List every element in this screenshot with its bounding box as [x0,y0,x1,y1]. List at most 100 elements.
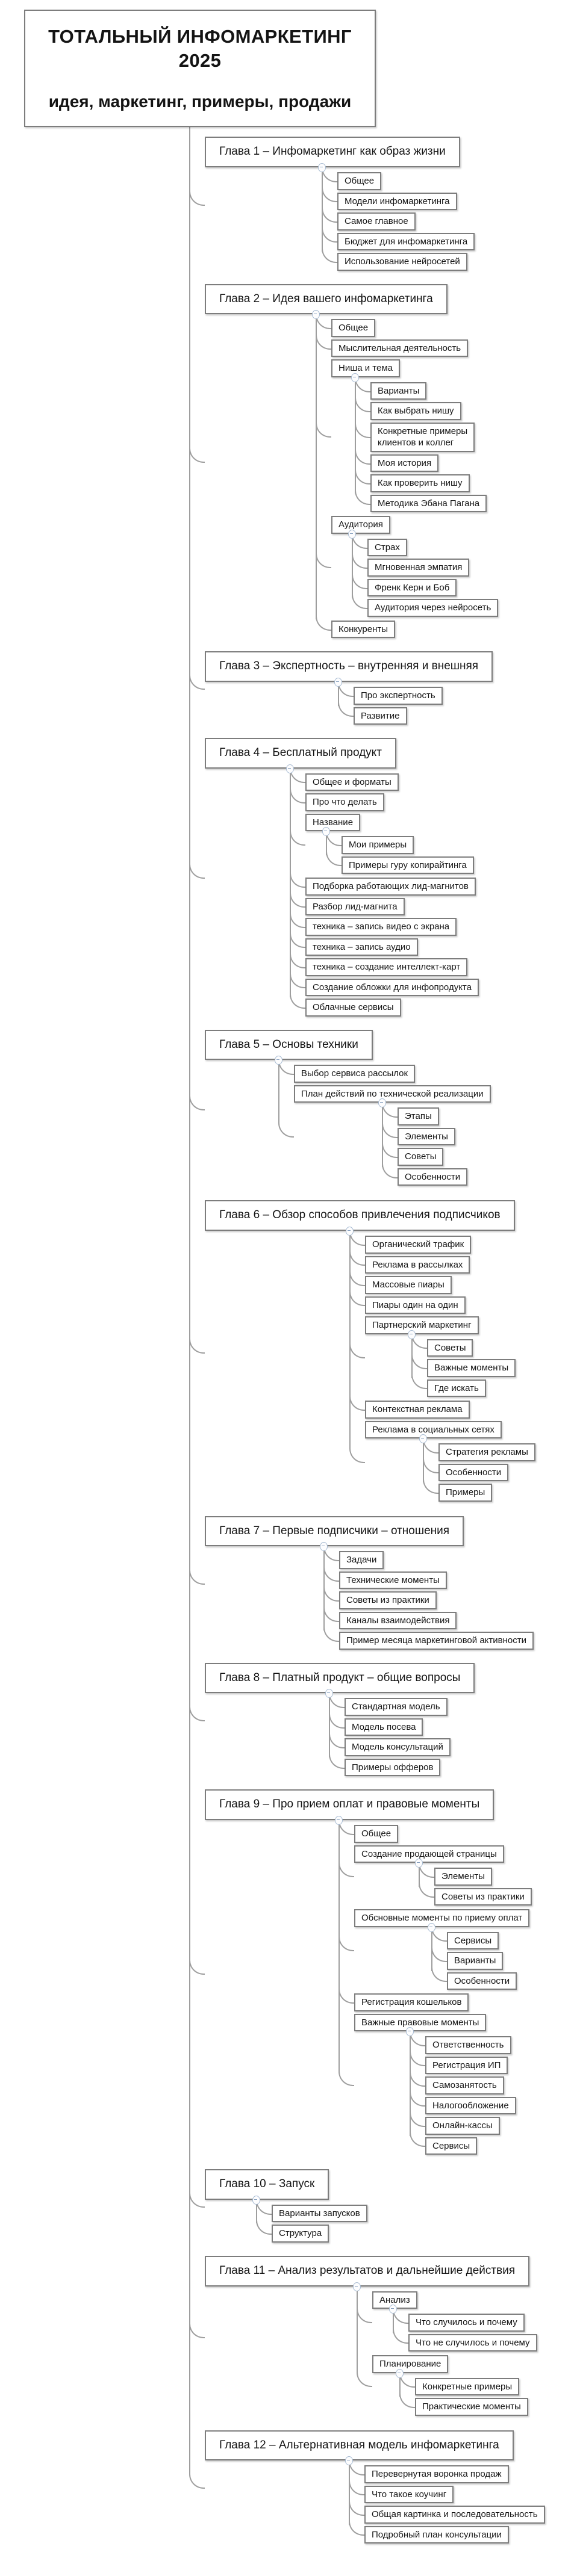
chapter-node[interactable]: Глава 5 – Основы техники [205,1029,373,1060]
topic-node[interactable]: Сервисы [425,2137,478,2155]
topic-node[interactable]: Каналы взаимодействия [339,1611,457,1630]
topic-node[interactable]: Пример месяца маркетинговой активности [339,1632,534,1650]
topic-node[interactable]: Советы из практики [339,1591,437,1609]
topic-node[interactable]: Подборка работающих лид-магнитов [305,878,476,896]
topic-node[interactable]: Что случилось и почему [408,2314,525,2332]
topic-node[interactable]: Общее и форматы [305,773,399,791]
topic-node[interactable]: Элементы [398,1127,455,1146]
topic-node[interactable]: Мгновенная эмпатия [367,559,470,577]
topic-node[interactable]: Варианты [447,1952,504,1970]
topic-node[interactable]: Советы [398,1148,444,1166]
collapse-minus-icon[interactable] [312,310,320,320]
topic-node[interactable]: Аудитория [331,516,390,534]
topic-node[interactable]: Партнерский маркетинг [365,1316,479,1334]
topic-node[interactable]: Ниша и тема [331,359,400,377]
topic-node[interactable]: Разбор лид-магнита [305,897,405,916]
collapse-minus-icon[interactable] [415,1859,423,1868]
collapse-minus-icon[interactable] [406,2027,414,2037]
topic-node[interactable]: План действий по технической реализации [294,1085,491,1103]
collapse-minus-icon[interactable] [389,2305,397,2314]
topic-node[interactable]: Важные моменты [427,1359,516,1377]
topic-node[interactable]: Особенности [447,1972,517,1990]
topic-node[interactable]: Массовые пиары [365,1276,452,1294]
topic-node[interactable]: Моя история [370,454,439,472]
topic-node[interactable]: Элементы [434,1868,492,1886]
topic-node[interactable]: Реклама в рассылках [365,1255,470,1274]
collapse-minus-icon[interactable] [252,2195,260,2205]
collapse-minus-icon[interactable] [396,2368,404,2378]
collapse-minus-icon[interactable] [334,678,342,687]
topic-node[interactable]: Важные правовые моменты [354,2013,487,2032]
topic-node[interactable]: Про экспертность [354,687,443,705]
collapse-minus-icon[interactable] [286,764,294,773]
topic-node[interactable]: Френк Керн и Боб [367,578,457,597]
topic-node[interactable]: техника – запись аудио [305,938,418,956]
topic-node[interactable]: Регистрация кошельков [354,1993,469,2011]
topic-node[interactable]: Стратегия рекламы [438,1443,535,1461]
topic-node[interactable]: Особенности [438,1463,509,1482]
topic-node[interactable]: Онлайн-кассы [425,2117,500,2135]
collapse-minus-icon[interactable] [378,1098,386,1108]
topic-node[interactable]: техника – создание интеллект-карт [305,958,468,976]
topic-node[interactable]: Примеры гуру копирайтинга [342,856,474,875]
topic-node[interactable]: Обсновные моменты по приему оплат [354,1909,530,1927]
topic-node[interactable]: Планирование [372,2355,449,2373]
topic-node[interactable]: Как проверить нишу [370,474,470,492]
chapter-node[interactable]: Глава 12 – Альтернативная модель инфомар… [205,2430,514,2461]
topic-node[interactable]: Задачи [339,1551,384,1569]
topic-node[interactable]: Самое главное [337,212,416,231]
topic-node[interactable]: Ответственность [425,2036,511,2054]
topic-node[interactable]: Конкуренты [331,620,396,639]
topic-node[interactable]: Общее [354,1825,399,1843]
collapse-minus-icon[interactable] [318,163,326,173]
topic-node[interactable]: Использование нейросетей [337,253,467,271]
topic-node[interactable]: Примеры [438,1484,493,1502]
topic-node[interactable]: Выбор сервиса рассылок [294,1065,416,1083]
collapse-minus-icon[interactable] [346,1227,354,1236]
collapse-minus-icon[interactable] [345,2456,353,2466]
topic-node[interactable]: Создание продающей страницы [354,1845,504,1863]
chapter-node[interactable]: Глава 7 – Первые подписчики – отношения [205,1516,464,1547]
chapter-node[interactable]: Глава 11 – Анализ результатов и дальнейш… [205,2255,530,2287]
topic-node[interactable]: Что не случилось и почему [408,2333,537,2352]
collapse-minus-icon[interactable] [275,1056,282,1065]
topic-node[interactable]: Мыслительная деятельность [331,339,469,358]
topic-node[interactable]: Реклама в социальных сетях [365,1420,502,1439]
collapse-minus-icon[interactable] [419,1434,427,1444]
topic-node[interactable]: Создание обложки для инфопродукта [305,978,479,997]
collapse-minus-icon[interactable] [335,1816,343,1825]
topic-node[interactable]: Общее [331,319,376,337]
topic-node[interactable]: Название [305,813,361,832]
topic-node[interactable]: Страх [367,538,407,557]
topic-node[interactable]: Как выбрать нишу [370,402,461,420]
chapter-node[interactable]: Глава 2 – Идея вашего инфомаркетинга [205,283,448,315]
topic-node[interactable]: Пиары один на один [365,1296,466,1314]
topic-node[interactable]: техника – запись видео с экрана [305,918,457,936]
chapter-node[interactable]: Глава 1 – Инфомаркетинг как образ жизни [205,137,460,168]
topic-node[interactable]: Советы [427,1339,473,1357]
topic-node[interactable]: Про что делать [305,793,384,811]
topic-node[interactable]: Этапы [398,1107,439,1125]
collapse-minus-icon[interactable] [320,1542,328,1552]
topic-node[interactable]: Где искать [427,1379,486,1398]
topic-node[interactable]: Мои примеры [342,836,414,854]
topic-node[interactable]: Облачные сервисы [305,999,401,1017]
topic-node[interactable]: Варианты запусков [272,2204,367,2223]
topic-node[interactable]: Что такое коучинг [364,2485,454,2504]
topic-node[interactable]: Примеры офферов [345,1758,441,1777]
chapter-node[interactable]: Глава 4 – Бесплатный продукт [205,738,396,769]
topic-node[interactable]: Особенности [398,1168,468,1186]
topic-node[interactable]: Контекстная реклама [365,1401,470,1419]
topic-node[interactable]: Практические моменты [415,2398,528,2416]
topic-node[interactable]: Самозанятость [425,2076,504,2095]
topic-node[interactable]: Модель консультаций [345,1738,451,1756]
chapter-node[interactable]: Глава 6 – Обзор способов привлечения под… [205,1200,515,1231]
topic-node[interactable]: Общая картинка и последовательность [364,2506,545,2524]
topic-node[interactable]: Стандартная модель [345,1698,448,1716]
chapter-node[interactable]: Глава 8 – Платный продукт – общие вопрос… [205,1662,475,1694]
topic-node[interactable]: Методика Эбана Пагана [370,494,487,513]
topic-node[interactable]: Модель посева [345,1718,423,1736]
topic-node[interactable]: Структура [272,2225,329,2243]
collapse-minus-icon[interactable] [325,1689,333,1698]
topic-node[interactable]: Конкретные примеры клиентов и коллег [370,422,475,452]
